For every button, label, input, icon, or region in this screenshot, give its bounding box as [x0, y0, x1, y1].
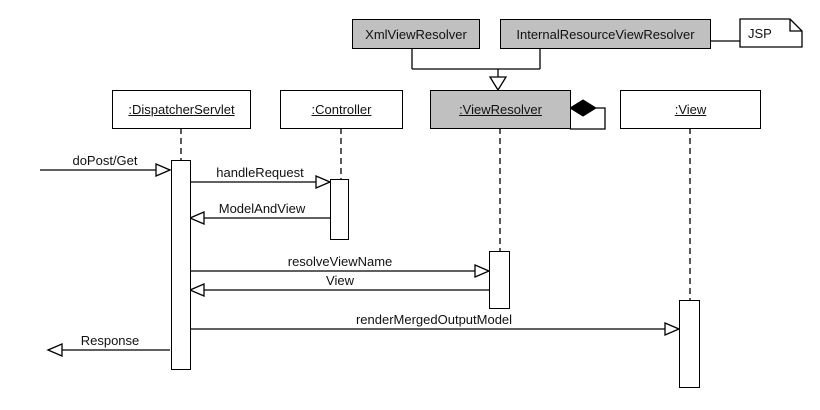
lifeline-header-viewresolver: :ViewResolver	[430, 90, 571, 129]
class-box-internalresourceviewresolver: InternalResourceViewResolver	[500, 19, 711, 49]
lifeline-label-view: :View	[674, 102, 707, 117]
class-label-xmlviewresolver: XmlViewResolver	[365, 26, 467, 42]
message-label-rendermergedoutputmodel: renderMergedOutputModel	[355, 312, 513, 327]
jsp-note-fold-icon	[789, 19, 802, 32]
lifeline-label-viewresolver: :ViewResolver	[459, 102, 542, 117]
activation-bar-dispatcherservlet	[171, 160, 191, 370]
activation-bar-viewresolver	[489, 251, 510, 309]
composition-self-link	[570, 107, 606, 130]
activation-bar-view	[679, 300, 700, 388]
activation-bar-controller	[330, 179, 349, 240]
message-label-response: Response	[80, 333, 140, 348]
message-label-handlerequest: handleRequest	[216, 165, 304, 180]
message-label-view: View	[326, 273, 354, 288]
message-label-resolveviewname: resolveViewName	[287, 254, 393, 269]
lifeline-label-controller: :Controller	[311, 102, 372, 117]
arrowhead-rendermergedoutputmodel-icon	[664, 322, 681, 336]
message-label-dopost-get: doPost/Get	[72, 153, 138, 168]
arrowhead-dopost-get-icon	[155, 163, 172, 177]
arrowhead-view-icon	[188, 283, 205, 297]
jsp-note-label: JSP	[748, 25, 772, 41]
generalization-triangle-icon	[488, 76, 508, 92]
arrowhead-handlerequest-icon	[315, 175, 332, 189]
class-label-internalresourceviewresolver: InternalResourceViewResolver	[516, 26, 695, 42]
lifeline-label-dispatcherservlet: :DispatcherServlet	[128, 102, 235, 117]
lifeline-header-controller: :Controller	[280, 90, 403, 129]
lifeline-header-dispatcherservlet: :DispatcherServlet	[112, 90, 251, 129]
jsp-note-shape	[739, 18, 803, 48]
jsp-note-label-wrap: JSP	[740, 19, 798, 47]
composition-diamond-icon	[569, 99, 597, 117]
arrowhead-response-icon	[46, 343, 63, 357]
class-box-xmlviewresolver: XmlViewResolver	[352, 19, 480, 49]
arrowhead-resolveviewname-icon	[474, 264, 491, 278]
lifeline-header-view: :View	[620, 90, 761, 129]
arrowhead-modelandview-icon	[188, 211, 205, 225]
message-label-modelandview: ModelAndView	[218, 201, 306, 216]
